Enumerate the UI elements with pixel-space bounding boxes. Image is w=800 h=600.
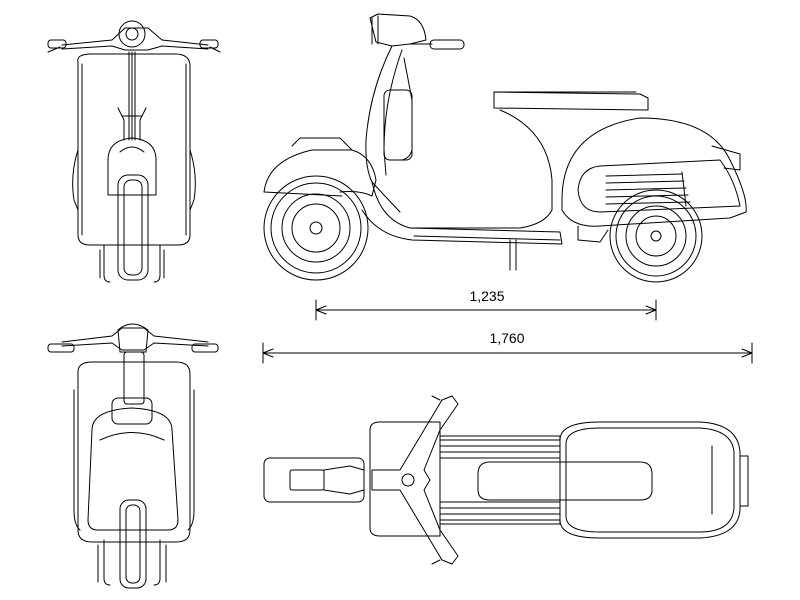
- side-view: [263, 13, 747, 283]
- dimension-wheelbase-label: 1,235: [469, 288, 504, 304]
- side-view-front-wheel: [263, 175, 369, 281]
- top-view-floorboard: [439, 435, 561, 525]
- top-view-handlebar: [371, 395, 459, 565]
- rear-view: [47, 323, 219, 589]
- front-view-wheel: [117, 174, 149, 281]
- front-view: [47, 20, 221, 283]
- top-view: [263, 395, 749, 565]
- side-view-rear-wheel: [609, 189, 703, 283]
- dimension-length-label: 1,760: [489, 330, 524, 346]
- side-view-seat: [493, 91, 649, 111]
- side-view-body: [409, 109, 553, 229]
- rear-view-wheel: [119, 499, 147, 589]
- front-view-legshield: [77, 53, 191, 246]
- dimension-length: [262, 342, 753, 364]
- rear-view-handlebar: [47, 323, 219, 353]
- side-view-headset: [369, 13, 465, 50]
- rear-view-body: [87, 407, 179, 531]
- top-view-seat: [477, 461, 653, 501]
- dimension-wheelbase: [315, 299, 657, 321]
- top-view-body: [559, 421, 741, 539]
- side-view-louvres: [605, 171, 691, 207]
- front-view-handlebar: [47, 20, 221, 53]
